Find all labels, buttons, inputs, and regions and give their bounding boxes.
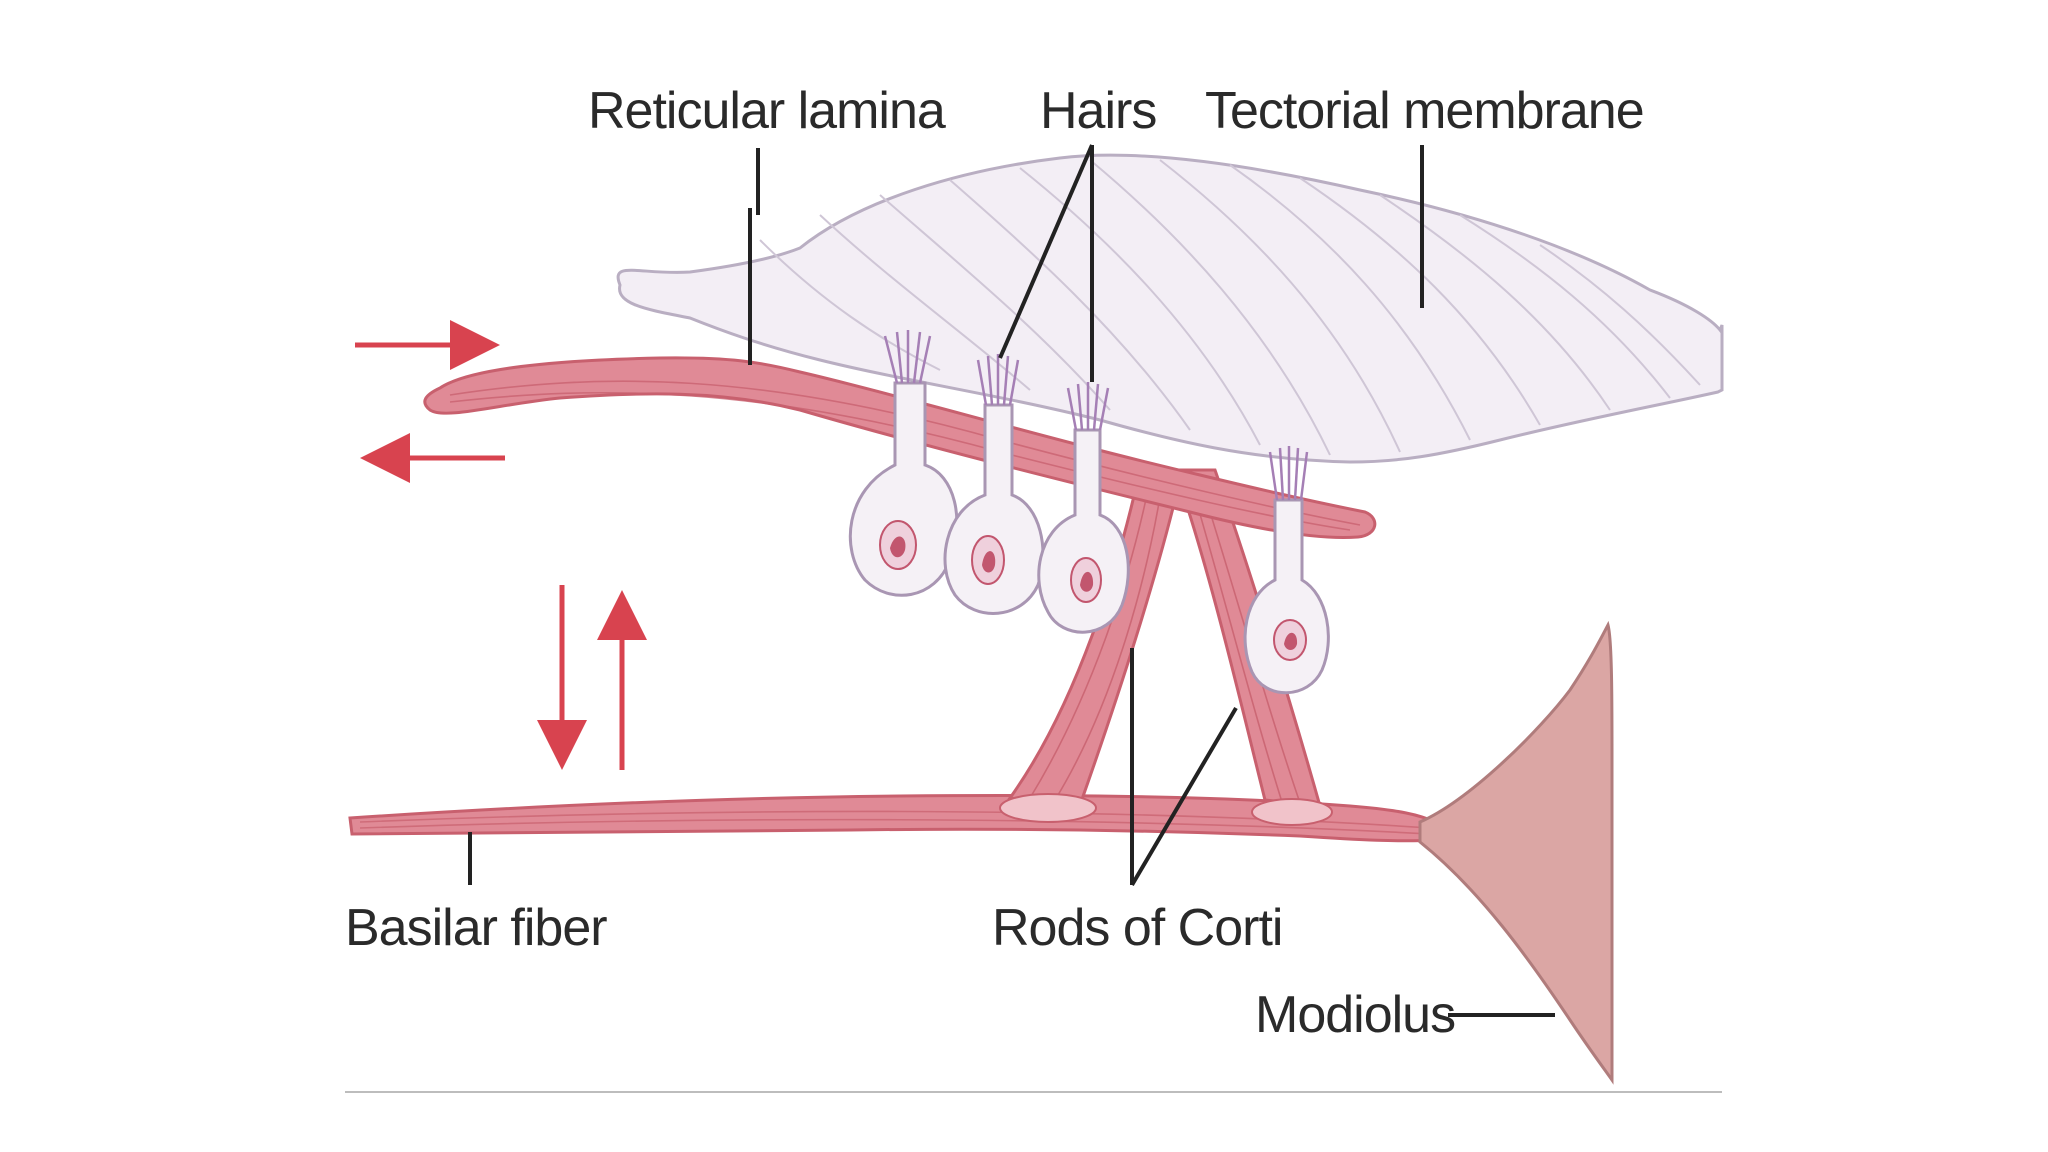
motion-arrows: [355, 320, 647, 770]
label-tectorial-membrane: Tectorial membrane: [1205, 82, 1644, 140]
label-hairs: Hairs: [1040, 82, 1156, 140]
hairs-bundle: [1268, 446, 1309, 501]
hair-cell: [848, 330, 959, 597]
hair-cell: [1037, 382, 1130, 634]
hairs-bundle: [1066, 382, 1110, 431]
label-reticular-lamina: Reticular lamina: [588, 82, 946, 140]
hair-cell: [943, 354, 1045, 615]
label-basilar-fiber: Basilar fiber: [345, 899, 607, 957]
label-modiolus: Modiolus: [1255, 986, 1455, 1044]
hairs-bundle: [883, 330, 932, 384]
leader-lines: [468, 144, 1555, 1017]
tectorial-membrane: [616, 153, 1724, 464]
labels: Reticular lamina Hairs Tectorial membran…: [345, 82, 1645, 1044]
modiolus: [1418, 620, 1614, 1085]
hair-cell: [1243, 446, 1330, 695]
label-rods-of-corti: Rods of Corti: [992, 899, 1282, 957]
reticular-lamina: [423, 356, 1377, 540]
hairs-bundle: [976, 354, 1020, 406]
hair-cells: [848, 330, 1330, 695]
